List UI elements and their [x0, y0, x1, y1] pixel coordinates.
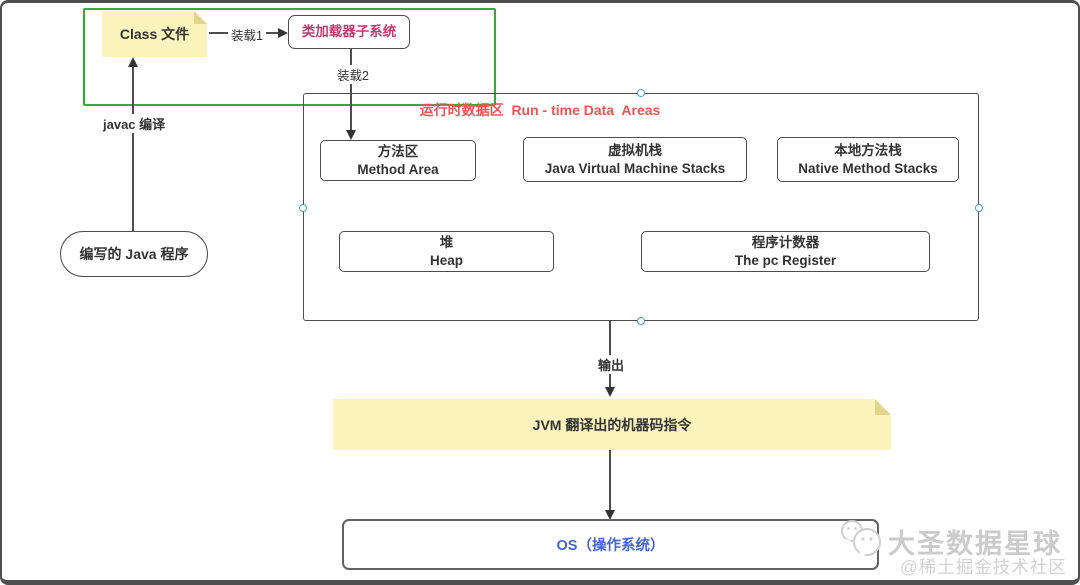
vm-stacks-box: 虚拟机栈 Java Virtual Machine Stacks [523, 137, 747, 182]
os-connector-line [609, 450, 611, 511]
native-stacks-zh: 本地方法栈 [834, 142, 902, 158]
javac-connector-line [132, 65, 134, 231]
runtime-data-areas-title: 运行时数据区 Run - time Data Areas [419, 102, 661, 118]
java-program-label: 编写的 Java 程序 [79, 246, 189, 262]
method-area-box: 方法区 Method Area [320, 140, 476, 181]
watermark-brand: 大圣数据星球 [888, 529, 1062, 559]
java-program-box: 编写的 Java 程序 [60, 231, 208, 277]
heap-en: Heap [429, 252, 463, 268]
wechat-icon [838, 516, 886, 562]
output-label: 输出 [595, 355, 628, 374]
jvm-machine-code-note: JVM 翻译出的机器码指令 [333, 399, 891, 450]
watermark-community: @稀土掘金技术社区 [900, 557, 1067, 577]
vm-stacks-en: Java Virtual Machine Stacks [544, 160, 726, 176]
arrowhead-down-icon [605, 387, 615, 397]
note-fold-corner-icon [875, 399, 891, 415]
class-loader-box: 类加载器子系统 [288, 15, 410, 49]
native-stacks-box: 本地方法栈 Native Method Stacks [777, 137, 959, 182]
method-area-zh: 方法区 [377, 143, 419, 159]
runtime-data-areas-box [303, 93, 979, 321]
pc-register-zh: 程序计数器 [751, 234, 820, 250]
selection-handle-top [637, 89, 645, 97]
class-loader-label: 类加载器子系统 [301, 24, 397, 40]
class-file-note: Class 文件 [102, 11, 207, 57]
vm-stacks-zh: 虚拟机栈 [608, 142, 662, 158]
class-loading-group-rect [83, 8, 496, 106]
arrowhead-right-icon [278, 28, 288, 38]
heap-zh: 堆 [439, 234, 454, 250]
note-fold-corner-icon [194, 11, 207, 24]
os-label: OS（操作系统） [556, 538, 665, 554]
class-file-label: Class 文件 [119, 26, 190, 42]
native-stacks-en: Native Method Stacks [798, 160, 938, 176]
javac-label: javac 编译 [100, 114, 169, 133]
load2-label: 装载2 [334, 65, 372, 84]
load1-label: 装载1 [228, 25, 266, 44]
os-box: OS（操作系统） [342, 519, 879, 570]
method-area-en: Method Area [357, 161, 439, 177]
selection-handle-right [975, 204, 983, 212]
pc-register-box: 程序计数器 The pc Register [641, 231, 930, 272]
selection-handle-bottom [637, 317, 645, 325]
selection-handle-left [299, 204, 307, 212]
arrowhead-down-icon [346, 130, 356, 140]
arrowhead-down-icon [605, 510, 615, 520]
output-connector-line [609, 321, 611, 387]
jvm-note-label: JVM 翻译出的机器码指令 [532, 416, 692, 433]
heap-box: 堆 Heap [339, 231, 554, 272]
load2-connector-line [350, 49, 352, 131]
arrowhead-up-icon [128, 57, 138, 67]
pc-register-en: The pc Register [734, 252, 837, 268]
